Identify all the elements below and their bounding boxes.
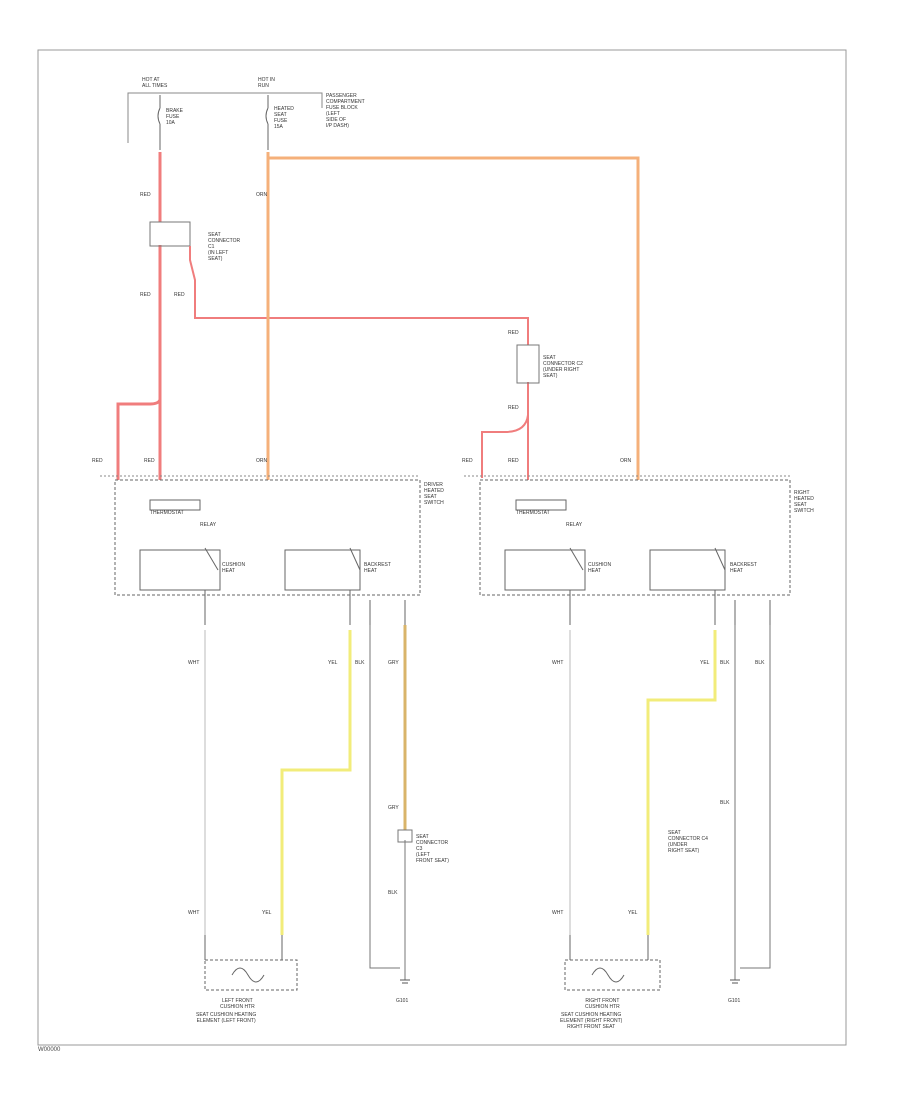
wire-label-red-1: RED <box>140 192 151 198</box>
wire-label-red-8: RED <box>462 458 473 464</box>
wire-label-wht-4: WHT <box>552 910 564 916</box>
wire-label-red-7: RED <box>144 458 155 464</box>
right-relay-label: RELAY <box>566 522 583 528</box>
diagram-code: W00000 <box>38 1047 61 1053</box>
right-switch-label: RIGHT HEATED SEAT SWITCH <box>794 490 814 514</box>
right-black-wire <box>734 625 771 980</box>
left-backrest-heat-label: BACKREST HEAT <box>364 562 391 574</box>
right-thermostat-label: THERMOSTAT <box>516 510 550 516</box>
left-thermostat-label: THERMOSTAT <box>150 510 184 516</box>
fuse-block-outline <box>127 92 323 143</box>
left-heated-seat-switch <box>114 479 421 625</box>
seat-connector-c2-label: SEAT CONNECTOR C2 (UNDER RIGHT SEAT) <box>543 355 583 379</box>
wire-label-orn-1: ORN <box>256 192 268 198</box>
wire-label-blk-4: BLK <box>388 890 398 896</box>
wire-label-yel-1: YEL <box>328 660 338 666</box>
wire-label-gry-2: GRY <box>388 805 399 811</box>
ground-right <box>730 979 740 984</box>
seat-connector-c2 <box>516 344 540 384</box>
seat-connector-c4-label: SEAT CONNECTOR C4 (UNDER RIGHT SEAT) <box>668 830 708 854</box>
left-switch-label: DRIVER HEATED SEAT SWITCH <box>424 482 444 506</box>
wire-label-yel-2: YEL <box>700 660 710 666</box>
seat-connector-c1 <box>149 221 191 247</box>
wire-label-red-3: RED <box>174 292 185 298</box>
wire-label-red-4: RED <box>508 330 519 336</box>
left-cushion-heat-label: CUSHION HEAT <box>222 562 246 574</box>
red-wire-cross <box>189 246 529 480</box>
left-relay-label: RELAY <box>200 522 217 528</box>
fuse-left-header: HOT AT ALL TIMES <box>142 77 168 89</box>
left-black-wire <box>369 625 406 980</box>
wire-label-red-5: RED <box>508 405 519 411</box>
wire-label-red-6: RED <box>92 458 103 464</box>
right-element-label: RIGHT FRONT CUSHION HTR <box>585 998 620 1010</box>
wire-label-wht-3: WHT <box>188 910 200 916</box>
fuse-left <box>157 95 161 150</box>
ground-label-left: G101 <box>396 998 409 1004</box>
right-element-sublabel: SEAT CUSHION HEATING ELEMENT (RIGHT FRON… <box>560 1012 623 1030</box>
right-cushion-heat-label: CUSHION HEAT <box>588 562 612 574</box>
left-yellow-wire <box>280 630 352 935</box>
fuse-left-label: BRAKE FUSE 10A <box>166 108 183 126</box>
wire-label-yel-4: YEL <box>628 910 638 916</box>
right-heated-seat-switch <box>479 479 791 625</box>
wire-label-yel-3: YEL <box>262 910 272 916</box>
left-element-label: LEFT FRONT CUSHION HTR <box>220 998 255 1010</box>
fuse-block-label: PASSENGER COMPARTMENT FUSE BLOCK (LEFT S… <box>326 93 365 129</box>
right-yellow-wire <box>646 630 717 935</box>
wire-label-wht-1: WHT <box>188 660 200 666</box>
wire-label-orn-2: ORN <box>256 458 268 464</box>
wire-label-red-2: RED <box>140 292 151 298</box>
seat-connector-c3-label: SEAT CONNECTOR C3 (LEFT FRONT SEAT) <box>416 834 449 864</box>
wire-label-blk-5: BLK <box>720 800 730 806</box>
fuse-right-header: HOT IN RUN <box>258 77 275 89</box>
right-seat-heating-element <box>564 935 661 991</box>
wire-label-gry-1: GRY <box>388 660 399 666</box>
wire-label-wht-2: WHT <box>552 660 564 666</box>
wire-label-red-9: RED <box>508 458 519 464</box>
left-element-sublabel: SEAT CUSHION HEATING ELEMENT (LEFT FRONT… <box>196 1012 257 1024</box>
wire-label-blk-3: BLK <box>755 660 765 666</box>
fuse-right <box>265 95 269 150</box>
right-backrest-heat-label: BACKREST HEAT <box>730 562 757 574</box>
left-seat-heating-element <box>204 935 298 991</box>
wire-label-orn-3: ORN <box>620 458 632 464</box>
red-wire-left <box>116 152 162 480</box>
orange-wire <box>266 152 640 480</box>
ground-label-right: G101 <box>728 998 741 1004</box>
seat-connector-c3 <box>397 829 413 843</box>
ground-left <box>400 979 410 984</box>
seat-connector-c1-label: SEAT CONNECTOR C1 (IN LEFT SEAT) <box>208 232 241 262</box>
wire-label-blk-1: BLK <box>355 660 365 666</box>
diagram-border <box>37 49 847 1046</box>
fuse-right-label: HEATED SEAT FUSE 15A <box>274 106 294 130</box>
wire-label-blk-2: BLK <box>720 660 730 666</box>
